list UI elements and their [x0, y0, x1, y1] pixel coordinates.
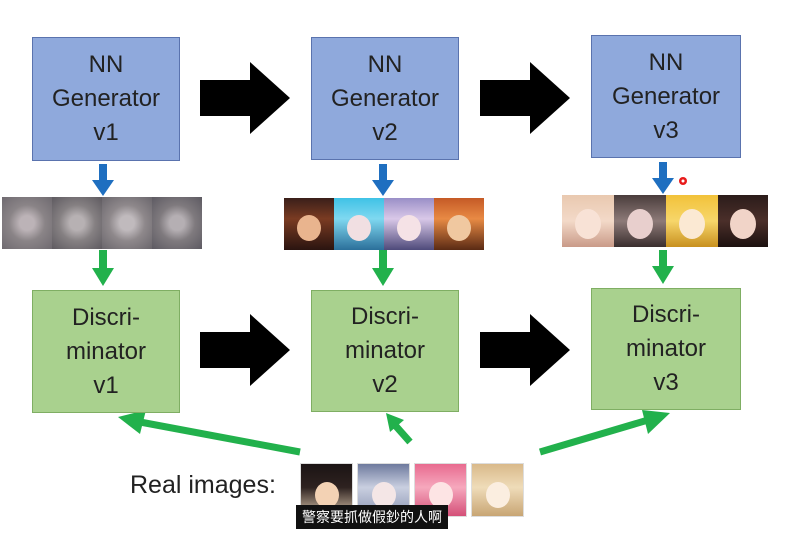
real-image: [471, 463, 524, 517]
discriminator-v3-line1: Discri-: [632, 301, 700, 328]
green-arrow-2: [372, 250, 394, 286]
discriminator-v3-line2: minator: [625, 335, 707, 362]
video-subtitle: 警察要抓做假鈔的人啊: [296, 505, 448, 529]
generated-image: [334, 198, 384, 250]
generator-v2-line2: Generator: [330, 84, 440, 112]
generated-image: [614, 195, 666, 247]
green-arrow-real-to-v2: [386, 413, 413, 445]
discriminator-v3: Discri- minator v3: [591, 288, 741, 410]
generator-v3-line3: v3: [653, 116, 679, 144]
generated-image: [52, 197, 102, 249]
discriminator-v1: Discri- minator v1: [32, 290, 180, 413]
generated-image: [152, 197, 202, 249]
black-arrow-dis-1-2: [200, 314, 290, 386]
discriminator-v2-line2: minator: [344, 337, 426, 364]
green-arrow-real-to-v3: [539, 410, 670, 456]
generator-v2: NN Generator v2: [311, 37, 459, 160]
discriminator-v3-line3: v3: [653, 369, 679, 396]
generator-v3: NN Generator v3: [591, 35, 741, 158]
black-arrow-gen-2-3: [480, 62, 570, 134]
generator-v1-line2: Generator: [51, 85, 161, 112]
generated-image: [434, 198, 484, 250]
discriminator-v1-line1: Discri-: [72, 303, 140, 331]
generator-v2-line1: NN: [367, 50, 403, 78]
black-arrow-dis-2-3: [480, 314, 570, 386]
generator-v1-line3: v1: [93, 119, 119, 146]
generated-images-v2: [284, 198, 486, 250]
discriminator-v2: Discri- minator v2: [311, 290, 459, 412]
blue-arrow-2: [372, 164, 394, 196]
generated-image: [102, 197, 152, 249]
discriminator-v1-line3: v1: [93, 371, 119, 399]
blue-arrow-1: [92, 164, 114, 196]
generated-image: [666, 195, 718, 247]
generated-images-v1: [2, 197, 207, 249]
green-arrow-real-to-v1: [118, 410, 301, 456]
generator-v1: NN Generator v1: [32, 37, 180, 161]
generated-image: [384, 198, 434, 250]
generated-image: [562, 195, 614, 247]
generated-image: [2, 197, 52, 249]
generator-v2-line3: v2: [372, 118, 398, 146]
blue-arrow-3: [652, 162, 674, 194]
green-arrow-1: [92, 250, 114, 286]
generator-v3-line2: Generator: [611, 82, 721, 110]
discriminator-v2-line3: v2: [372, 371, 398, 398]
generated-image: [284, 198, 334, 250]
green-arrow-3: [652, 250, 674, 284]
generated-image: [718, 195, 768, 247]
black-arrow-gen-1-2: [200, 62, 290, 134]
discriminator-v2-line1: Discri-: [351, 303, 419, 330]
real-images-label: Real images:: [130, 471, 276, 499]
generator-v3-line1: NN: [648, 48, 684, 76]
discriminator-v1-line2: minator: [65, 337, 147, 365]
generator-v1-line1: NN: [88, 51, 124, 78]
generated-images-v3: [562, 195, 768, 247]
